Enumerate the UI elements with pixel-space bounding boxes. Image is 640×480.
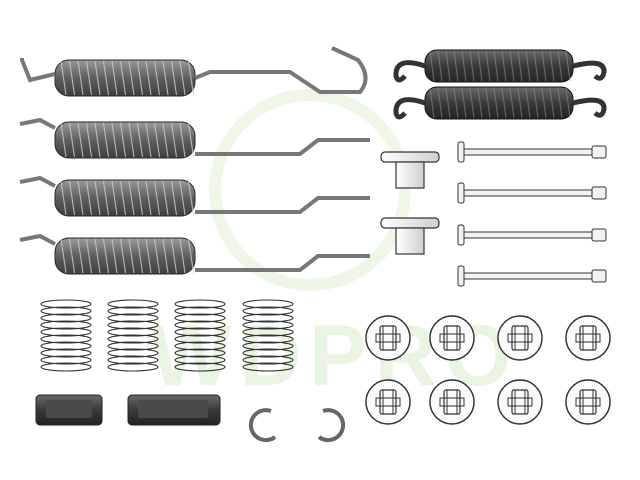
cup-washer	[429, 379, 475, 425]
dark-spring	[393, 86, 607, 120]
cup-washer	[429, 315, 475, 361]
cup-washer	[497, 379, 543, 425]
spring-cap	[380, 217, 440, 255]
cup-washers-group	[365, 315, 611, 425]
dark-spring	[393, 49, 607, 83]
compression-springs-group	[40, 299, 294, 372]
clip	[127, 394, 221, 426]
spring-caps-group	[380, 151, 440, 255]
cup-washer	[497, 315, 543, 361]
retaining-pin	[457, 265, 607, 287]
compression-spring	[40, 299, 92, 372]
cup-washer	[365, 315, 411, 361]
long-spring	[19, 233, 370, 275]
retaining-pin	[457, 224, 607, 246]
e-clip	[248, 408, 277, 443]
cup-washer	[365, 379, 411, 425]
dark-springs-group	[393, 49, 607, 120]
long-spring	[20, 46, 368, 97]
compression-spring	[242, 299, 294, 372]
retaining-pins-group	[457, 141, 607, 287]
e-clips-group	[248, 408, 346, 443]
e-clip	[317, 408, 346, 443]
spring-cap	[380, 151, 440, 189]
retaining-pin	[457, 141, 607, 163]
watermark-logo-icon	[209, 89, 411, 291]
cup-washer	[565, 379, 611, 425]
long-spring	[19, 117, 370, 159]
long-springs-group	[19, 46, 370, 275]
cup-washer	[565, 315, 611, 361]
long-spring	[19, 175, 370, 217]
retaining-pin	[457, 182, 607, 204]
compression-spring	[107, 299, 159, 372]
clips-group	[35, 394, 221, 426]
compression-spring	[174, 299, 226, 372]
clip	[35, 394, 103, 426]
